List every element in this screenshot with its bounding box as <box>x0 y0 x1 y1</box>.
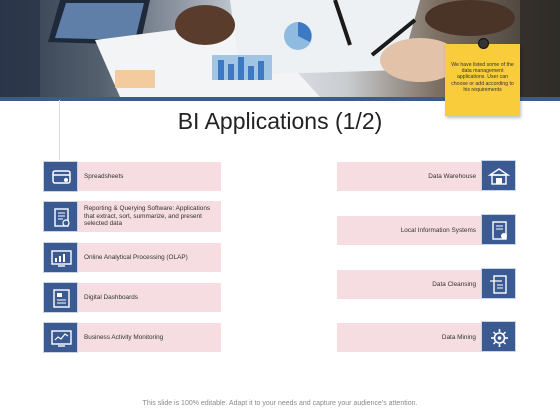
list-item-data-warehouse: Data Warehouse <box>337 162 482 191</box>
report-document-icon <box>43 201 78 232</box>
pin-icon <box>478 38 489 49</box>
footer-note: This slide is 100% editable. Adapt it to… <box>142 400 418 407</box>
list-item-local-information-systems: Local Information Systems <box>337 216 482 245</box>
list-item-label: Local Information Systems <box>400 227 476 234</box>
list-item-label: Digital Dashboards <box>84 294 138 301</box>
list-item-label: Data Cleansing <box>432 281 476 288</box>
page-title: BI Applications (1/2) <box>177 108 383 134</box>
mining-gear-icon <box>481 321 516 352</box>
dashboard-icon <box>43 282 78 313</box>
list-item-label: Business Activity Monitoring <box>84 334 164 341</box>
list-item-label: Spreadsheets <box>84 173 124 180</box>
analytics-monitor-icon <box>43 242 78 273</box>
list-item-data-cleansing: Data Cleansing <box>337 270 482 299</box>
monitoring-screen-icon <box>43 322 78 353</box>
divider-line <box>59 100 60 160</box>
warehouse-icon <box>481 160 516 191</box>
list-item-label: Online Analytical Processing (OLAP) <box>84 254 188 261</box>
sticky-note: We have listed some of the data manageme… <box>445 38 520 116</box>
list-item-data-mining: Data Mining <box>337 323 482 352</box>
cleansing-document-icon <box>481 268 516 299</box>
list-item-label: Reporting & Querying Software: Applicati… <box>84 205 211 228</box>
header-divider <box>0 97 560 101</box>
list-item-label: Data Mining <box>441 334 476 341</box>
sticky-note-text: We have listed some of the data manageme… <box>451 62 514 93</box>
list-item-label: Data Warehouse <box>428 173 476 180</box>
info-document-icon <box>481 214 516 245</box>
card-icon <box>43 161 78 192</box>
